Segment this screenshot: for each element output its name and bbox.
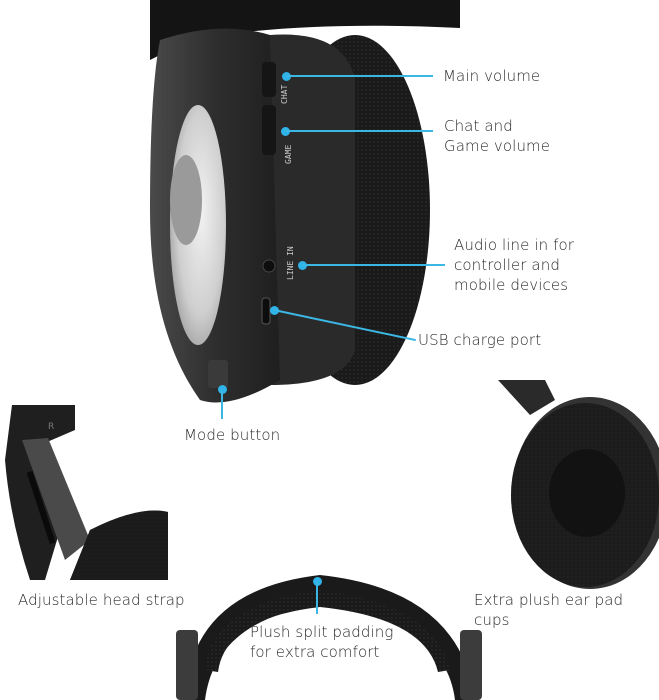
- line-in-marking: LINE IN: [286, 246, 295, 280]
- ear-pad-illustration: [498, 380, 659, 589]
- callout-line: [285, 130, 433, 132]
- audio-line-in-label: Audio line in for controller and mobile …: [454, 236, 575, 294]
- ear-pad-photo: [470, 375, 659, 590]
- ear-pad-label: Extra plush ear pad cups: [474, 591, 624, 629]
- padding-label: Plush split padding for extra comfort: [250, 623, 394, 661]
- mode-button-label: Mode button: [184, 426, 281, 444]
- earcup-illustration: [150, 0, 460, 403]
- chat-game-volume-label: Chat and Game volume: [444, 117, 551, 155]
- main-volume-label: Main volume: [443, 67, 541, 85]
- callout-line: [286, 75, 433, 77]
- callout-line: [221, 389, 223, 419]
- headband-illustration: [176, 575, 482, 700]
- callout-line: [316, 581, 318, 614]
- main-earcup-photo: CHAT GAME LINE IN: [150, 0, 460, 403]
- chat-marking: CHAT: [280, 84, 289, 104]
- head-strap-illustration: [5, 405, 168, 580]
- side-letter-marking: R: [48, 422, 55, 432]
- headband-photo: [170, 560, 490, 700]
- head-strap-label: Adjustable head strap: [18, 591, 185, 609]
- game-marking: GAME: [284, 144, 293, 164]
- head-strap-photo: R: [0, 400, 170, 580]
- usb-charge-label: USB charge port: [418, 331, 542, 349]
- callout-line: [302, 264, 445, 266]
